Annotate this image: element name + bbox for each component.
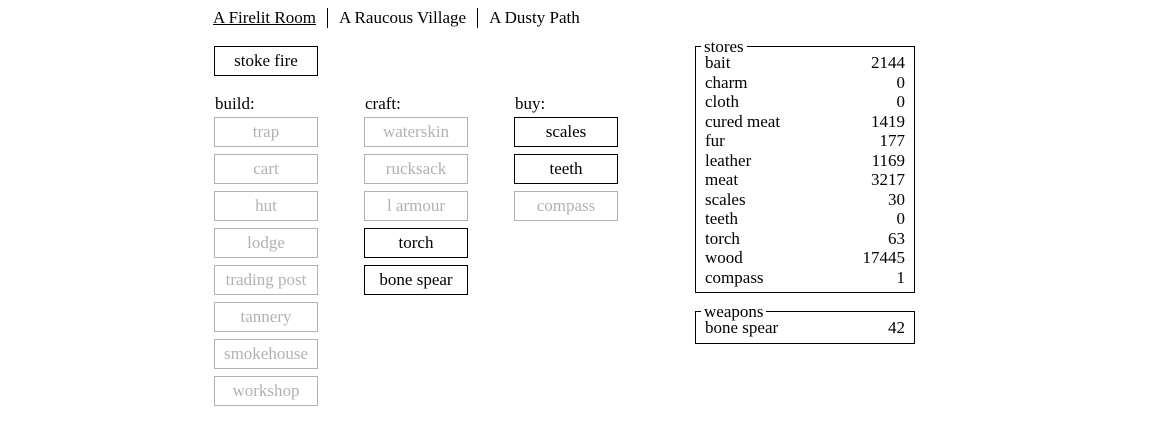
weapons-panel-title: weapons bbox=[701, 302, 767, 321]
store-row-meat: meat 3217 bbox=[705, 170, 905, 190]
store-item-name: wood bbox=[705, 248, 743, 267]
store-item-name: torch bbox=[705, 228, 740, 248]
store-item-name: charm bbox=[705, 72, 748, 92]
store-item-qty: 0 bbox=[896, 92, 906, 111]
store-row-cured-meat: cured meat 1419 bbox=[705, 112, 905, 132]
stores-panel: stores bait 2144 charm 0 cloth 0 cured m… bbox=[695, 37, 915, 293]
location-tabs: A Firelit Room A Raucous Village A Dusty… bbox=[213, 7, 580, 28]
build-button-smokehouse: smokehouse bbox=[214, 339, 318, 369]
craft-button-rucksack: rucksack bbox=[364, 154, 468, 184]
tab-a-raucous-village[interactable]: A Raucous Village bbox=[338, 8, 467, 27]
store-item-name: bait bbox=[705, 53, 731, 72]
craft-button-waterskin: waterskin bbox=[364, 117, 468, 147]
buy-button-scales[interactable]: scales bbox=[514, 117, 618, 147]
store-item-qty: 0 bbox=[896, 209, 906, 228]
store-item-name: scales bbox=[705, 189, 746, 209]
store-row-compass: compass 1 bbox=[705, 268, 905, 288]
store-item-qty: 0 bbox=[896, 72, 906, 92]
store-item-qty: 17445 bbox=[862, 248, 906, 267]
store-item-qty: 3217 bbox=[871, 170, 905, 189]
build-button-trap: trap bbox=[214, 117, 318, 147]
weapon-item-qty: 42 bbox=[888, 318, 905, 337]
tab-divider bbox=[477, 7, 479, 28]
stoke-fire-button[interactable]: stoke fire bbox=[214, 46, 318, 76]
store-row-leather: leather 1169 bbox=[705, 151, 905, 171]
buy-button-compass: compass bbox=[514, 191, 618, 221]
build-button-tannery: tannery bbox=[214, 302, 318, 332]
craft-button-l-armour: l armour bbox=[364, 191, 468, 221]
store-item-qty: 1169 bbox=[871, 150, 905, 170]
store-row-charm: charm 0 bbox=[705, 73, 905, 93]
store-row-bait: bait 2144 bbox=[705, 53, 905, 73]
craft-button-torch[interactable]: torch bbox=[364, 228, 468, 258]
store-item-name: compass bbox=[705, 267, 764, 287]
weapons-panel: weapons bone spear 42 bbox=[695, 302, 915, 344]
store-row-cloth: cloth 0 bbox=[705, 92, 905, 112]
store-item-name: meat bbox=[705, 170, 739, 189]
stores-panel-title: stores bbox=[701, 37, 747, 56]
buy-section-label: buy: bbox=[515, 94, 546, 113]
weapon-item-name: bone spear bbox=[705, 318, 779, 337]
tab-a-dusty-path[interactable]: A Dusty Path bbox=[489, 8, 580, 27]
tab-divider bbox=[326, 7, 328, 28]
craft-section-label: craft: bbox=[365, 94, 401, 113]
store-row-scales: scales 30 bbox=[705, 190, 905, 210]
weapon-row-bone-spear: bone spear 42 bbox=[705, 318, 905, 338]
build-section-label: build: bbox=[215, 94, 255, 113]
store-item-name: cloth bbox=[705, 92, 739, 111]
build-button-trading-post: trading post bbox=[214, 265, 318, 295]
store-item-name: leather bbox=[705, 150, 752, 170]
store-item-qty: 1419 bbox=[871, 111, 905, 131]
store-item-name: teeth bbox=[705, 209, 739, 228]
store-row-torch: torch 63 bbox=[705, 229, 905, 249]
buy-button-teeth[interactable]: teeth bbox=[514, 154, 618, 184]
store-item-qty: 63 bbox=[888, 228, 905, 248]
craft-section: craft: waterskin rucksack l armour torch… bbox=[364, 94, 468, 302]
store-row-teeth: teeth 0 bbox=[705, 209, 905, 229]
store-item-qty: 2144 bbox=[871, 53, 905, 72]
tab-a-firelit-room[interactable]: A Firelit Room bbox=[213, 8, 316, 27]
store-item-name: fur bbox=[705, 131, 725, 150]
build-button-workshop: workshop bbox=[214, 376, 318, 406]
build-section: build: trap cart hut lodge trading post … bbox=[214, 94, 318, 413]
buy-section: buy: scales teeth compass bbox=[514, 94, 618, 228]
store-item-qty: 177 bbox=[879, 131, 906, 150]
build-button-cart: cart bbox=[214, 154, 318, 184]
store-row-fur: fur 177 bbox=[705, 131, 905, 151]
store-row-wood: wood 17445 bbox=[705, 248, 905, 268]
store-item-name: cured meat bbox=[705, 111, 781, 131]
store-item-qty: 1 bbox=[896, 267, 906, 287]
craft-button-bone-spear[interactable]: bone spear bbox=[364, 265, 468, 295]
store-item-qty: 30 bbox=[888, 189, 905, 209]
build-button-hut: hut bbox=[214, 191, 318, 221]
build-button-lodge: lodge bbox=[214, 228, 318, 258]
